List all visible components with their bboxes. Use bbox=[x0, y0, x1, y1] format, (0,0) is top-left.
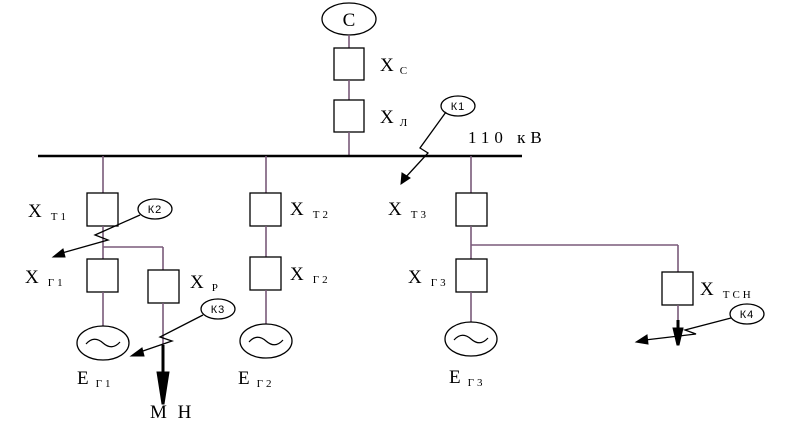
fault-k1: К1 bbox=[400, 95, 476, 185]
fault-k3-oval bbox=[200, 298, 236, 320]
fault-k2-arrow-icon bbox=[51, 248, 66, 258]
xc-element bbox=[333, 47, 365, 81]
fault-k1-label: К1 bbox=[451, 101, 466, 113]
xl-element bbox=[333, 99, 365, 133]
xg1-element bbox=[86, 258, 119, 293]
fault-k3-label: К3 bbox=[211, 304, 226, 316]
load-arrow-icon bbox=[156, 371, 170, 405]
generator-3-wave-icon bbox=[453, 334, 489, 344]
fault-k3-bolt-icon bbox=[139, 314, 204, 353]
xt2-element bbox=[249, 192, 282, 227]
fault-k2: К2 bbox=[51, 198, 173, 258]
generator-1-wave-icon bbox=[85, 338, 121, 348]
fault-k4: К4 bbox=[634, 303, 765, 345]
load-label: М Н bbox=[150, 402, 194, 423]
generator-2-wave-icon bbox=[248, 336, 284, 346]
fault-k3: К3 bbox=[129, 298, 236, 357]
source-label: С bbox=[343, 10, 356, 31]
xr-element bbox=[147, 269, 180, 304]
fault-k4-label: К4 bbox=[740, 309, 755, 321]
fault-k2-label: К2 bbox=[148, 204, 163, 216]
fault-k2-oval bbox=[137, 198, 173, 220]
fault-k1-bolt-icon bbox=[404, 111, 447, 179]
fault-k4-arrow-icon bbox=[634, 334, 649, 345]
fault-k1-arrow-icon bbox=[400, 172, 411, 185]
fault-k4-bolt-icon bbox=[644, 317, 732, 341]
fault-k1-oval bbox=[440, 95, 476, 117]
fault-k3-arrow-icon bbox=[129, 347, 145, 357]
xtsn-element bbox=[661, 271, 694, 306]
bus-label: 110 кВ bbox=[468, 128, 547, 147]
fault-k4-oval bbox=[729, 303, 765, 325]
fault-k2-bolt-icon bbox=[61, 214, 141, 254]
xg3-element bbox=[455, 258, 488, 293]
xg2-element bbox=[249, 256, 282, 291]
xt3-element bbox=[455, 192, 488, 227]
xt1-element bbox=[86, 192, 119, 227]
